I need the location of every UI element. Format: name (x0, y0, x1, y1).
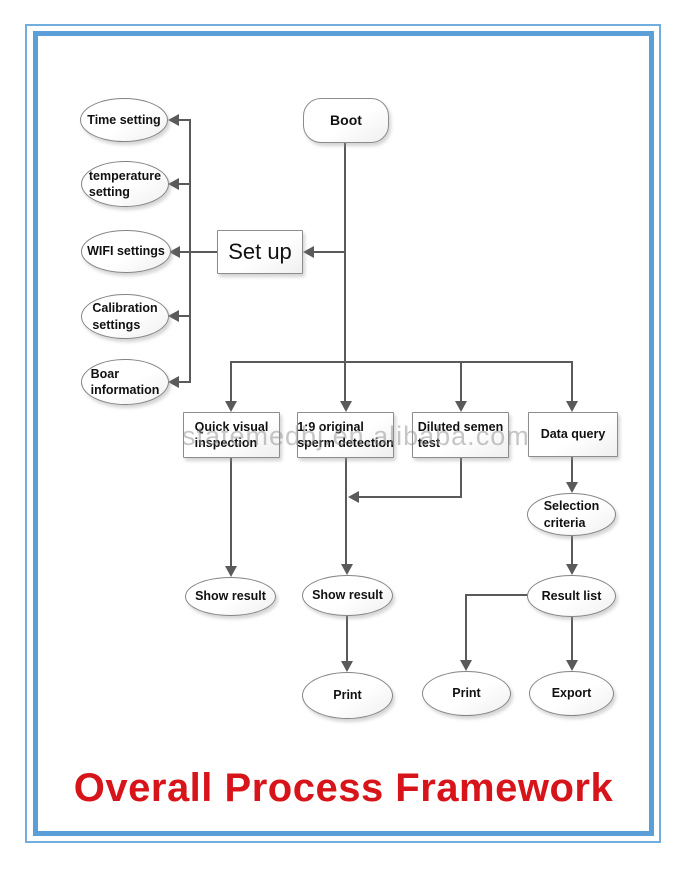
node-time-setting: Time setting (80, 98, 168, 142)
connector-drop-data-query (571, 361, 573, 401)
node-selection-criteria: Selection criteria (527, 493, 616, 536)
watermark-text: statemedbj.en.alibaba.com (182, 421, 530, 451)
connector-showresult-to-print (346, 616, 348, 661)
node-diluted-semen-test: Diluted semen test (412, 412, 509, 458)
connector-setup-to-wifi (180, 251, 217, 253)
connector-resultlist-left (465, 594, 528, 596)
node-quick-visual-inspection: Quick visual inspection (183, 412, 280, 458)
connector-diluted-down (460, 458, 462, 498)
connector-stub-calibration (179, 315, 191, 317)
connector-distribution (230, 361, 573, 363)
node-data-query: Data query (528, 412, 618, 457)
page-title: Overall Process Framework (73, 766, 614, 810)
arrowhead-print-mid (341, 661, 353, 672)
arrowhead-result-list (566, 564, 578, 575)
arrowhead-boar-information (168, 376, 179, 388)
arrowhead-quick-visual (225, 401, 237, 412)
arrowhead-original-sperm (340, 401, 352, 412)
arrowhead-show-result-left (225, 566, 237, 577)
arrowhead-temperature-setting (168, 178, 179, 190)
node-original-sperm-detection: 1:9 original sperm detection (297, 412, 394, 458)
arrowhead-selection-criteria (566, 482, 578, 493)
node-print-right: Print (422, 671, 511, 716)
connector-boot-to-setup (314, 251, 346, 253)
connector-resultlist-to-print (465, 594, 467, 660)
node-show-result-left: Show result (185, 577, 276, 616)
arrowhead-data-query (566, 401, 578, 412)
node-wifi-settings: WIFI settings (81, 230, 171, 273)
node-boot: Boot (303, 98, 389, 143)
node-boar-information: Boar information (81, 359, 169, 405)
arrowhead-setup (303, 246, 314, 258)
connector-stub-boar (179, 381, 191, 383)
connector-dataquery-to-selection (571, 457, 573, 482)
connector-original-to-show-result (345, 458, 347, 564)
connector-selection-to-resultlist (571, 536, 573, 564)
arrowhead-print-right (460, 660, 472, 671)
connector-resultlist-to-export (571, 617, 573, 660)
arrowhead-merge (348, 491, 359, 503)
node-calibration-settings: Calibration settings (81, 294, 169, 339)
arrowhead-show-result-mid (341, 564, 353, 575)
connector-stub-time (179, 119, 191, 121)
node-result-list: Result list (527, 575, 616, 617)
node-temperature-setting: temperature setting (81, 161, 169, 207)
arrowhead-calibration-settings (168, 310, 179, 322)
connector-stub-temperature (179, 183, 191, 185)
connector-diluted-merge (357, 496, 462, 498)
node-setup: Set up (217, 230, 303, 274)
node-export: Export (529, 671, 614, 716)
connector-drop-quick-visual (230, 361, 232, 401)
connector-quick-to-show-result (230, 458, 232, 566)
node-print-mid: Print (302, 672, 393, 719)
connector-drop-diluted (460, 361, 462, 401)
arrowhead-time-setting (168, 114, 179, 126)
arrowhead-wifi-settings (169, 246, 180, 258)
connector-boot-down (344, 143, 346, 402)
node-show-result-mid: Show result (302, 575, 393, 616)
arrowhead-diluted-semen (455, 401, 467, 412)
arrowhead-export (566, 660, 578, 671)
